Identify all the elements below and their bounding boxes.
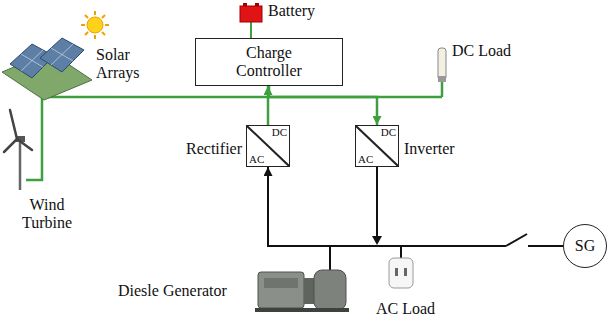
bus-connector xyxy=(268,167,563,246)
converter-diagonal-line xyxy=(247,126,289,166)
solar-array-icon xyxy=(51,44,73,65)
dc-load-lamp xyxy=(438,48,446,82)
sun-icon xyxy=(81,11,109,39)
dc-bus xyxy=(42,96,442,99)
solar-array-icon xyxy=(2,38,92,100)
diesel-generator-icon xyxy=(314,270,346,310)
diesel-generator-icon xyxy=(255,270,349,312)
diesel-generator-icon xyxy=(258,272,304,308)
sun-icon xyxy=(94,35,96,39)
bus-connector xyxy=(269,86,377,125)
diesel-generator-icon xyxy=(264,278,298,288)
switch-symbol xyxy=(506,234,528,252)
sun-icon xyxy=(81,11,109,39)
switch-symbol xyxy=(506,240,528,252)
battery-icon xyxy=(255,3,259,6)
battery-icon xyxy=(240,6,262,22)
ac-load-label: AC Load xyxy=(376,300,435,318)
sun-icon xyxy=(102,15,105,18)
sun-icon xyxy=(94,11,96,15)
wind-turbine-icon xyxy=(19,140,22,190)
port-label: AC xyxy=(249,154,264,165)
ac-bus xyxy=(400,246,402,258)
dc-load-lamp xyxy=(438,48,446,80)
node-text: SG xyxy=(575,237,595,255)
solar-arrays-label: Solar Arrays xyxy=(96,46,154,83)
battery-icon xyxy=(243,3,247,6)
dc-load-lamp xyxy=(438,76,446,82)
port-label: DC xyxy=(381,127,396,138)
ac-bus xyxy=(329,246,331,270)
sun-icon xyxy=(85,15,88,18)
synchronous-generator-circle: SG xyxy=(563,224,607,268)
wind-turbine-icon xyxy=(4,139,17,152)
node-text: Charge Controller xyxy=(214,44,324,79)
dc-load-label: DC Load xyxy=(452,42,511,60)
inverter-box: DCACInverter xyxy=(355,125,399,167)
sun-icon xyxy=(85,32,88,35)
node-heading: Inverter xyxy=(404,140,455,158)
converter-diagonal-line xyxy=(356,126,398,166)
solar-array-icon xyxy=(21,54,43,67)
solar-array-icon xyxy=(51,48,73,61)
solar-array-icon xyxy=(40,38,84,72)
ac-load-socket xyxy=(389,258,413,288)
rectifier-box: RectifierDCAC xyxy=(246,125,290,167)
sun-icon xyxy=(105,24,109,26)
sun-icon xyxy=(87,17,103,33)
switch-symbol xyxy=(506,234,527,246)
charge-controller-box: Charge Controller xyxy=(195,38,343,86)
port-label: AC xyxy=(358,154,373,165)
sun-icon xyxy=(81,24,85,26)
inverter-output-arrow xyxy=(372,236,382,245)
dc-bus xyxy=(441,80,444,97)
battery-icon xyxy=(250,22,252,38)
ac-load-socket xyxy=(395,268,398,276)
diesel-generator-icon xyxy=(255,308,349,312)
dc-bus xyxy=(26,80,442,180)
battery-label: Battery xyxy=(268,2,315,20)
ac-load-socket xyxy=(389,258,413,288)
wind-turbine-icon xyxy=(4,110,32,190)
wind-turbine-label: Wind Turbine xyxy=(14,196,80,233)
wind-turbine-icon xyxy=(10,110,17,139)
ac-bus xyxy=(330,167,401,270)
battery-icon xyxy=(240,3,262,38)
solar-array-icon xyxy=(21,50,43,71)
diesel-generator-icon xyxy=(304,278,314,304)
dc-bus xyxy=(26,97,42,180)
diesel-generator-label: Diesle Generator xyxy=(118,282,227,300)
ac-load-socket xyxy=(404,268,407,276)
node-heading: Rectifier xyxy=(186,140,242,158)
port-label: DC xyxy=(272,127,287,138)
solar-array-icon xyxy=(21,44,73,71)
ac-bus xyxy=(376,167,378,238)
wind-turbine-icon xyxy=(17,139,32,150)
wind-turbine-icon xyxy=(4,110,32,152)
sun-icon xyxy=(102,32,105,35)
